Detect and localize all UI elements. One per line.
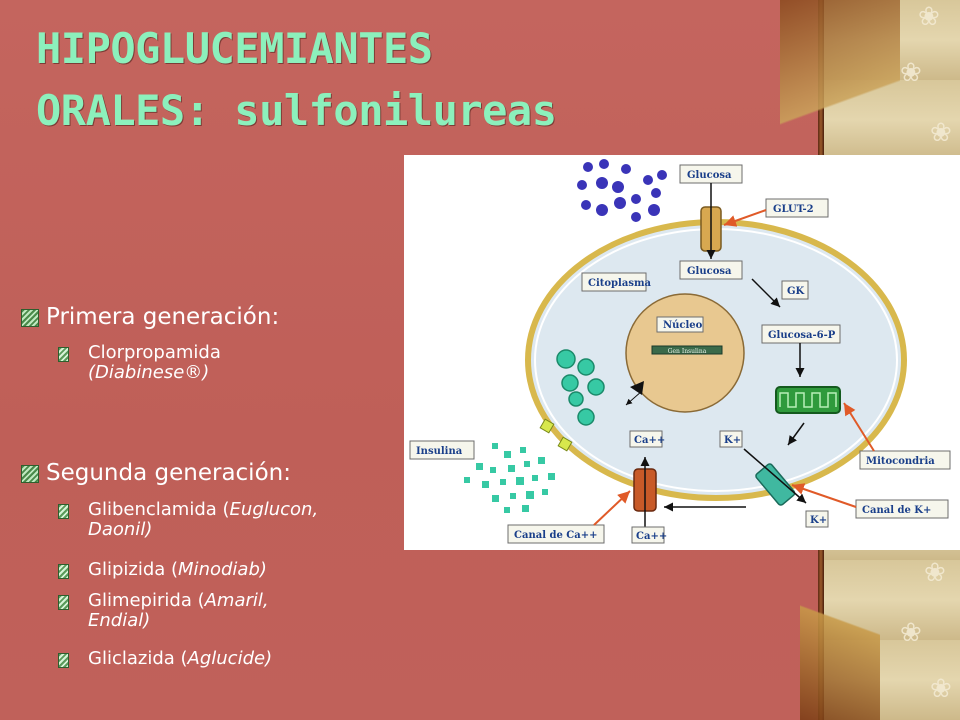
drug-name: Clorpropamida [88, 342, 221, 363]
potassium-outside-label: K+ [810, 515, 827, 526]
arrow [625, 390, 643, 406]
label-box [629, 430, 663, 448]
label-box [855, 499, 949, 519]
flower-icon: ❀ [918, 2, 940, 32]
drug-name: Gliclazida ( [88, 648, 188, 669]
exocytosis-vesicles [539, 418, 573, 452]
insulin-granules [556, 349, 605, 426]
bullet-icon [21, 309, 39, 327]
label-box [781, 280, 809, 300]
drug-brand: (Diabinese®) [88, 362, 210, 383]
label-box [859, 450, 951, 470]
sub-bullet-icon [58, 564, 69, 579]
flower-icon: ❀ [930, 118, 952, 148]
sub-bullet-icon [58, 347, 69, 362]
gk-label: GK [787, 286, 805, 297]
decorative-swoosh-top [780, 0, 900, 180]
glucose6p-label: Glucosa-6-P [768, 330, 836, 341]
sub-bullet-icon [58, 653, 69, 668]
calcium-inside-label: Ca++ [634, 435, 665, 446]
potassium-channel-label: Canal de K+ [862, 505, 931, 516]
flower-icon: ❀ [930, 674, 952, 704]
cytoplasm-label: Citoplasma [588, 278, 652, 289]
flower-icon: ❀ [900, 58, 922, 88]
drug-name: Glimepirida ( [88, 590, 205, 611]
mitochondria [775, 386, 841, 414]
drug-name: Glibenclamida ( [88, 499, 230, 520]
heading-segunda-generacion: Segunda generación: [46, 460, 291, 486]
gk-arrow [751, 278, 781, 308]
drug-glipizida: Glipizida (Minodiab) [88, 560, 267, 580]
drug-glimepirida: Glimepirida (Amaril, Endial) [88, 591, 269, 631]
insulin-gene-label: Gen Insulina [668, 348, 707, 355]
mitochondria-label: Mitocondria [866, 456, 935, 467]
drug-brand: Aglucide) [187, 648, 273, 669]
slide-title-line-1: HIPOGLUCEMIANTES [36, 24, 433, 73]
potassium-inside-label: K+ [724, 435, 741, 446]
insulin-release-marker [630, 381, 644, 395]
drug-gliclazida: Gliclazida (Aglucide) [88, 649, 272, 669]
arrow [787, 422, 805, 446]
sub-bullet-icon [58, 504, 69, 519]
label-box [581, 272, 647, 292]
insulin-label: Insulina [416, 446, 463, 457]
drug-clorpropamida: Clorpropamida (Diabinese®) [88, 343, 221, 383]
calcium-outside-label: Ca++ [636, 531, 667, 542]
potassium-channel [755, 463, 796, 506]
label-box [719, 430, 743, 448]
drug-brand: Minodiab) [178, 559, 267, 580]
glucose-outside-label: Glucosa [687, 170, 732, 181]
bullet-icon [21, 465, 39, 483]
drug-glibenclamida: Glibenclamida (Euglucon, Daonil) [88, 500, 318, 540]
nucleus-label: Núcleo [663, 320, 703, 331]
released-insulin [464, 443, 555, 513]
beta-cell-diagram: Gen Insulina Núcleo Glucosa GLUT-2 Gluco… [404, 155, 960, 550]
glucose-inside-label: Glucosa [687, 266, 732, 277]
insulin-gene-bar [651, 345, 723, 355]
label-box [761, 324, 841, 344]
calcium-channel-label: Canal de Ca++ [514, 530, 598, 541]
drug-brand-continued: Endial) [88, 610, 151, 631]
flower-icon: ❀ [900, 618, 922, 648]
drug-brand-continued: Daonil) [88, 519, 153, 540]
drug-brand: Euglucon, [229, 499, 319, 520]
label-box [409, 440, 475, 460]
label-box [679, 260, 743, 280]
decorative-swoosh-bottom [800, 560, 880, 720]
flower-icon: ❀ [924, 558, 946, 588]
label-box [507, 524, 605, 544]
drug-name: Glipizida ( [88, 559, 179, 580]
potassium-channel-pointer-arrow [791, 483, 857, 508]
glut2-pointer-arrow [723, 209, 767, 227]
glut2-label: GLUT-2 [773, 204, 814, 215]
label-box [656, 316, 704, 333]
mitochondria-pointer-arrow [843, 402, 875, 452]
label-box [631, 526, 665, 544]
drug-brand: Amaril, [204, 590, 269, 611]
slide-title-line-2: ORALES: sulfonilureas [36, 86, 557, 135]
label-box [765, 198, 829, 218]
calcium-channel-pointer-arrow [593, 490, 631, 526]
heading-primera-generacion: Primera generación: [46, 304, 280, 330]
glucose-molecules [577, 159, 667, 222]
label-box [805, 510, 829, 528]
sub-bullet-icon [58, 595, 69, 610]
mitochondria-cristae [779, 392, 837, 408]
